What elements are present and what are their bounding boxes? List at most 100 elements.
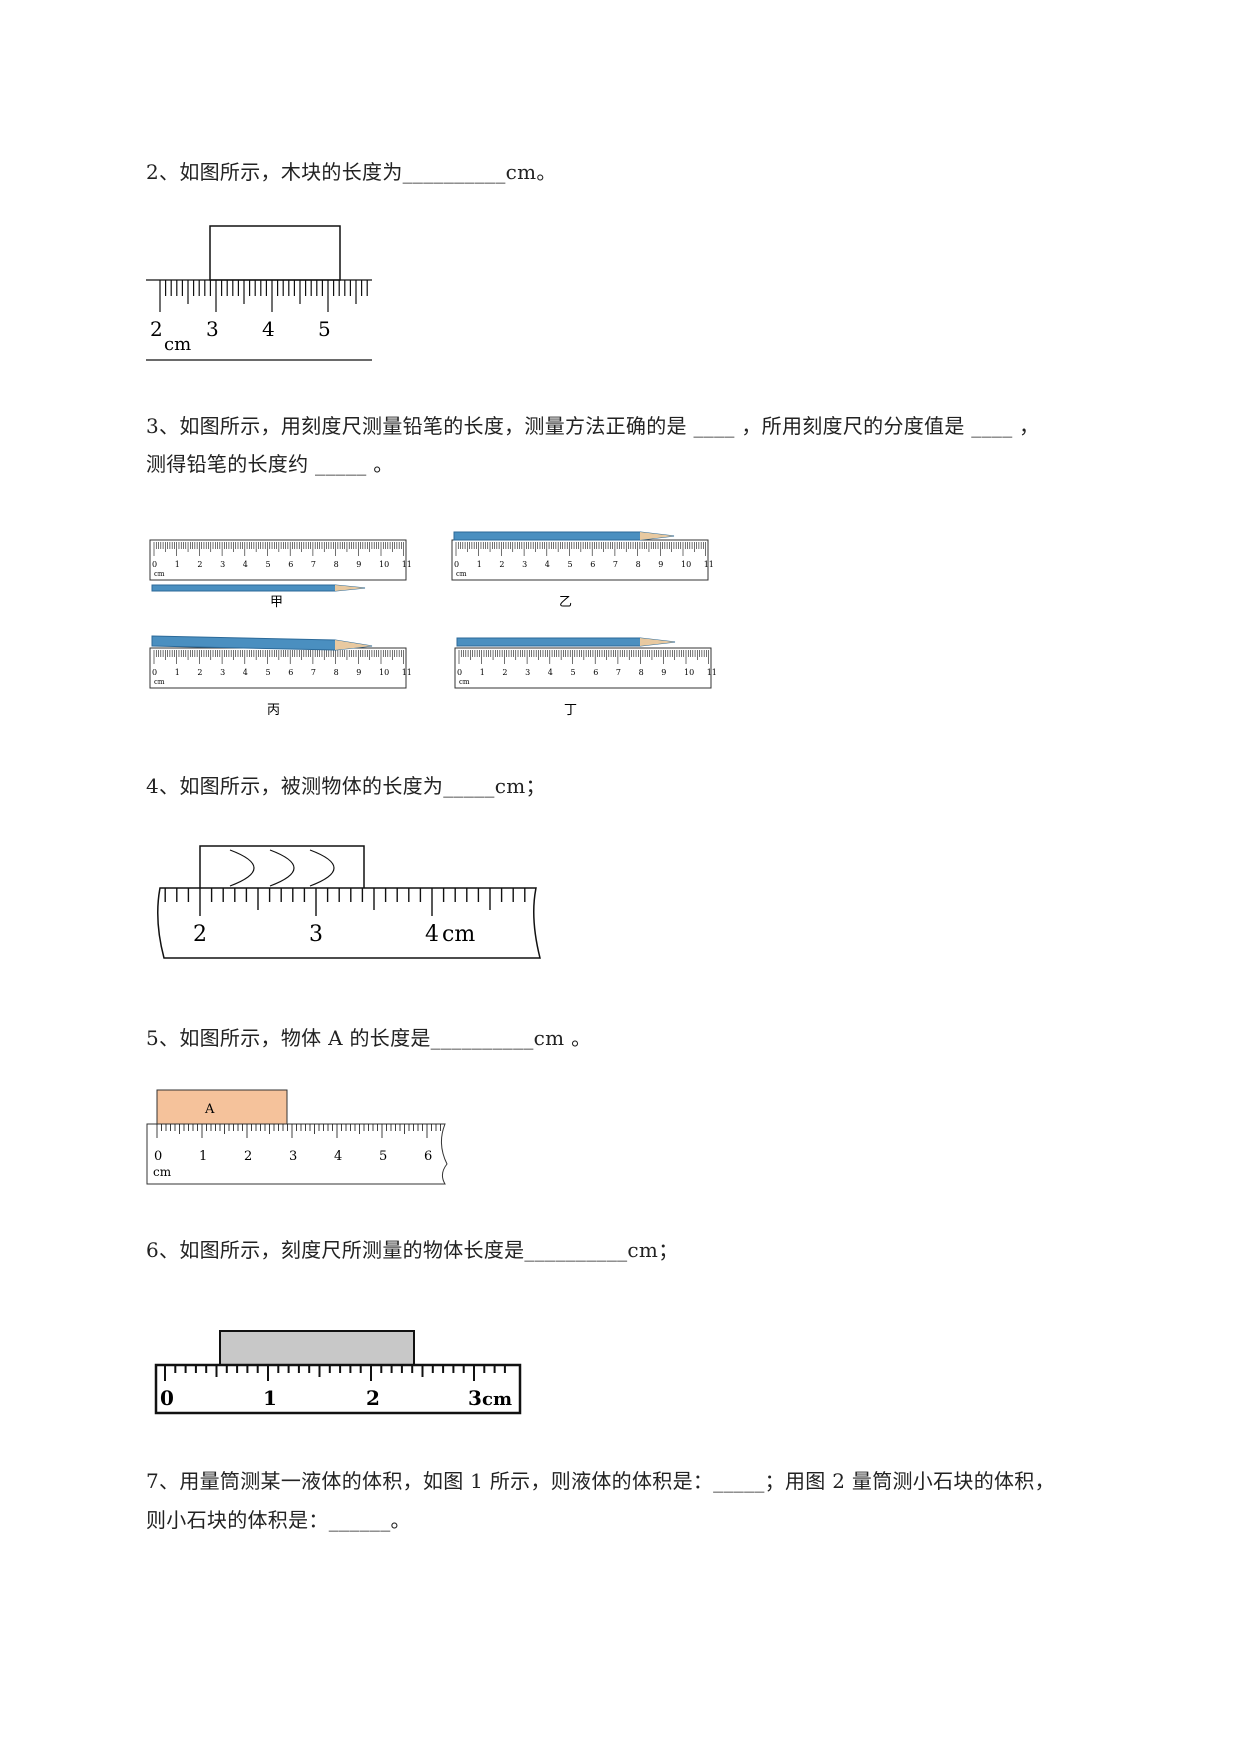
tick-label: 9 (356, 560, 361, 569)
tick-label: 3 (309, 922, 323, 947)
tick-label: 0 (154, 1149, 162, 1164)
tick-label: 0 (457, 668, 462, 677)
tick-label: 5 (379, 1149, 387, 1164)
unit-label: cm (154, 678, 165, 686)
tick-label: 3 (206, 317, 219, 341)
tick-label: 1 (175, 560, 180, 569)
tick-label: 4 (243, 560, 248, 569)
tick-label: 1 (175, 668, 180, 677)
tick-label: 7 (311, 560, 316, 569)
ruler-ticks (164, 888, 526, 916)
tick-label: 11 (402, 560, 412, 569)
question-7-line2: 则小石块的体积是：______。 (146, 1508, 411, 1532)
tick-label: 9 (356, 668, 361, 677)
unit-label: cm (459, 678, 470, 686)
block-label: A (204, 1102, 215, 1117)
ruler-ticks (164, 1365, 506, 1381)
figure-q5-ruler: A 0 1 2 3 4 5 6 cm (146, 1089, 448, 1185)
tick-label: 1 (199, 1149, 207, 1164)
unit-label: cm (164, 334, 191, 355)
tick-label: 8 (636, 560, 641, 569)
question-4: 4、如图所示，被测物体的长度为_____cm； (146, 774, 546, 798)
tick-label: 4 (262, 317, 275, 341)
ruler-bing: 0 1 2 3 4 5 6 7 8 9 10 11 cm (149, 635, 412, 689)
tick-label: 1 (480, 668, 485, 677)
tick-label: 9 (661, 668, 666, 677)
ruler-ticks (159, 280, 368, 312)
tick-label: 1 (477, 560, 482, 569)
tick-label: 3 (289, 1149, 297, 1164)
tick-label: 10 (379, 668, 389, 677)
question-2: 2、如图所示，木块的长度为__________cm。 (146, 160, 557, 184)
tick-label: 7 (311, 668, 316, 677)
tick-label: 0 (152, 668, 157, 677)
figure-q6-ruler: 0 1 2 3 cm (154, 1330, 522, 1415)
tick-label: 2 (244, 1149, 252, 1164)
tick-label: 11 (704, 560, 714, 569)
tick-label: 6 (593, 668, 598, 677)
tick-label: 0 (454, 560, 459, 569)
block-a (156, 1089, 288, 1125)
question-5: 5、如图所示，物体 A 的长度是__________cm 。 (146, 1026, 592, 1050)
caption-bing: 丙 (267, 703, 280, 718)
tick-label: 4 (334, 1149, 342, 1164)
tick-label: 10 (681, 560, 691, 569)
tick-label: 7 (613, 560, 618, 569)
tick-label: 4 (548, 668, 553, 677)
tick-label: 3 (525, 668, 530, 677)
tick-label: 0 (152, 560, 157, 569)
tick-label: 7 (616, 668, 621, 677)
tick-label: 6 (288, 668, 293, 677)
tick-label: 3 (220, 668, 225, 677)
figure-q2-ruler: 2 3 4 5 cm (146, 225, 372, 361)
caption-ding: 丁 (564, 703, 577, 718)
tick-label: 11 (402, 668, 412, 677)
caption-jia: 甲 (270, 595, 283, 610)
tick-label: 3 (468, 1386, 482, 1410)
tick-label: 9 (658, 560, 663, 569)
tick-label: 6 (424, 1149, 432, 1164)
tick-label: 6 (590, 560, 595, 569)
figure-q4-ruler: 2 3 4 cm (157, 845, 541, 959)
question-3-line2: 测得铅笔的长度约 _____ 。 (146, 452, 394, 476)
tick-label: 0 (160, 1386, 174, 1410)
tick-label: 8 (334, 560, 339, 569)
question-6: 6、如图所示，刻度尺所测量的物体长度是__________cm； (146, 1238, 679, 1262)
tick-label: 3 (522, 560, 527, 569)
tick-label: 5 (318, 317, 331, 341)
unit-label: cm (456, 570, 467, 578)
wood-block (209, 225, 341, 281)
tick-label: 2 (499, 560, 504, 569)
tick-label: 4 (545, 560, 550, 569)
tick-label: 2 (193, 922, 207, 947)
question-7-line1: 7、用量筒测某一液体的体积，如图 1 所示，则液体的体积是：_____；用图 2… (146, 1469, 1055, 1493)
tick-label: 8 (334, 668, 339, 677)
tick-label: 2 (502, 668, 507, 677)
tick-label: 5 (568, 560, 573, 569)
tick-label: 5 (571, 668, 576, 677)
unit-label: cm (153, 1165, 172, 1179)
tick-label: 2 (150, 317, 163, 341)
tick-label: 11 (707, 668, 717, 677)
tick-label: 10 (379, 560, 389, 569)
unit-label: cm (154, 570, 165, 578)
tick-label: 3 (220, 560, 225, 569)
measured-object (199, 845, 365, 893)
tick-label: 5 (266, 668, 271, 677)
tick-label: 2 (366, 1386, 380, 1410)
question-3-line1: 3、如图所示，用刻度尺测量铅笔的长度，测量方法正确的是 ____ ，所用刻度尺的… (146, 414, 1040, 438)
tick-label: 4 (243, 668, 248, 677)
caption-yi: 乙 (559, 595, 572, 610)
pencil (151, 584, 366, 592)
tick-label: 2 (197, 668, 202, 677)
tick-label: 5 (266, 560, 271, 569)
unit-label: cm (442, 922, 475, 947)
measured-object (219, 1330, 415, 1366)
unit-label: cm (482, 1389, 512, 1410)
tick-label: 4 (425, 922, 439, 947)
tick-label: 8 (639, 668, 644, 677)
ruler-yi: 0 1 2 3 4 5 6 7 8 9 10 11 cm (451, 531, 714, 581)
